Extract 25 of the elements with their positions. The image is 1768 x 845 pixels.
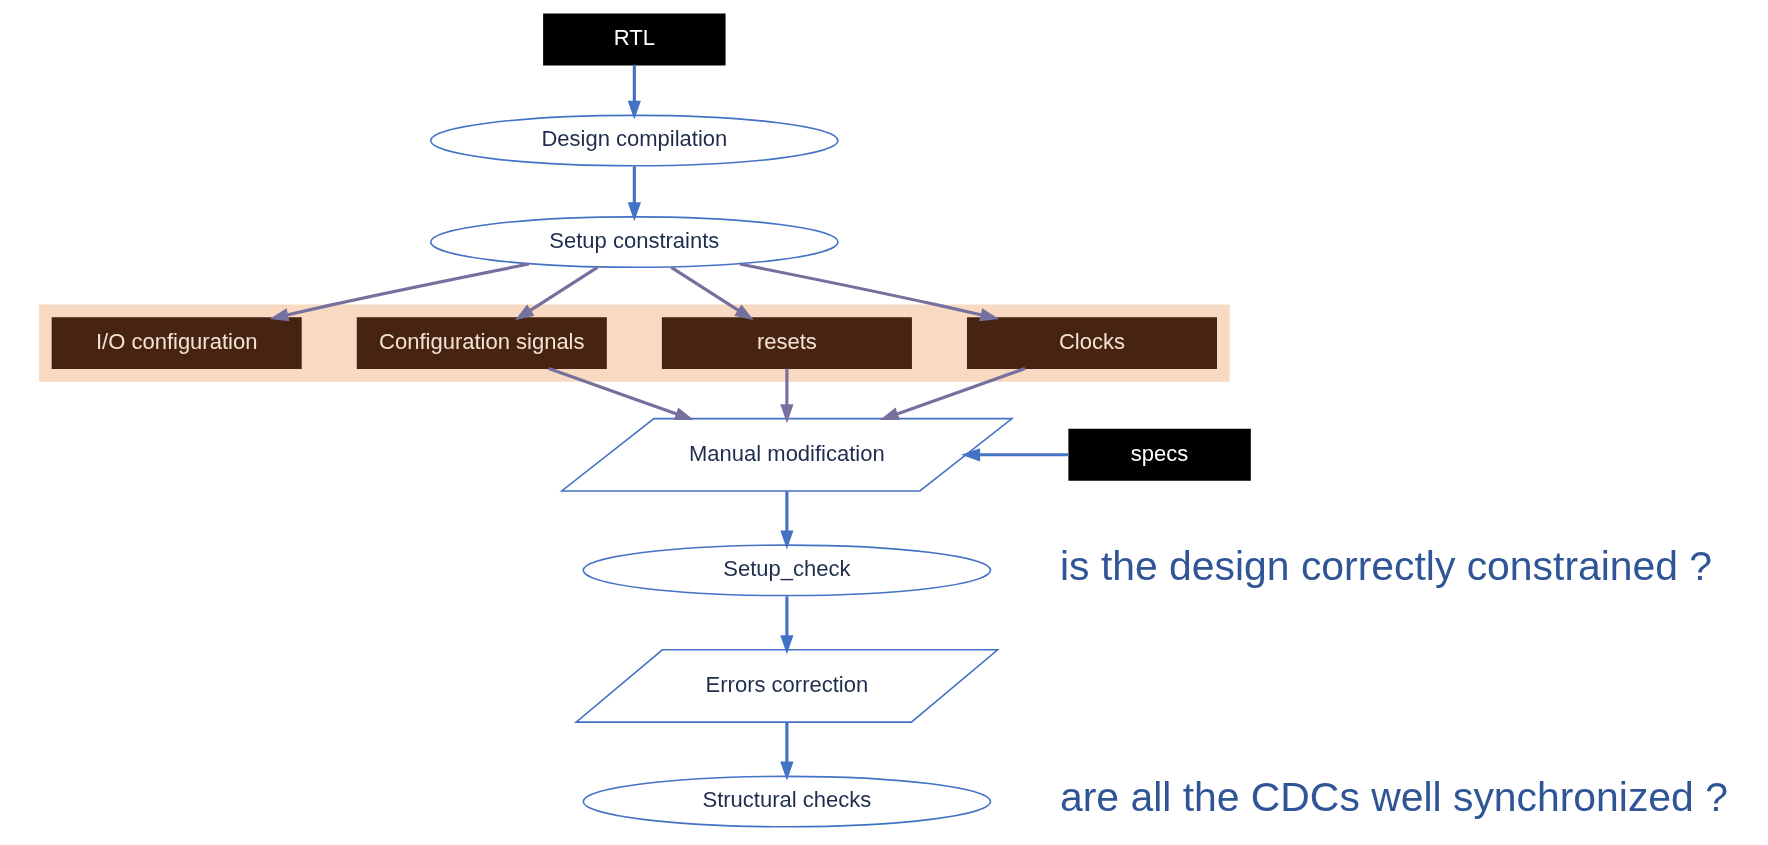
node-ellipse: Design compilation [429,114,839,167]
arrow [961,448,1069,462]
arrow [269,262,530,322]
arrow [514,266,599,321]
arrow [627,64,641,120]
node-box: specs [1068,428,1251,481]
arrow [780,722,794,781]
arrow [780,491,794,550]
node-box: resets [661,317,912,370]
node-box: RTL [543,13,726,66]
arrow [670,266,754,321]
node-box: I/O configuration [51,317,302,370]
arrow [780,368,794,424]
node-ellipse: Structural checks [582,775,992,828]
node-label: is the design correctly constrained ? [1060,543,1713,590]
arrow [548,367,694,421]
arrow [627,166,641,222]
arrow [780,596,794,655]
node-label: are all the CDCs well synchronized ? [1059,774,1728,821]
arrow [879,367,1026,421]
node-box: Configuration signals [356,317,607,370]
node-ellipse: Setup_check [582,544,992,597]
node-ellipse: Setup constraints [429,216,839,269]
node-box: Clocks [966,317,1217,370]
arrow [739,262,1000,322]
